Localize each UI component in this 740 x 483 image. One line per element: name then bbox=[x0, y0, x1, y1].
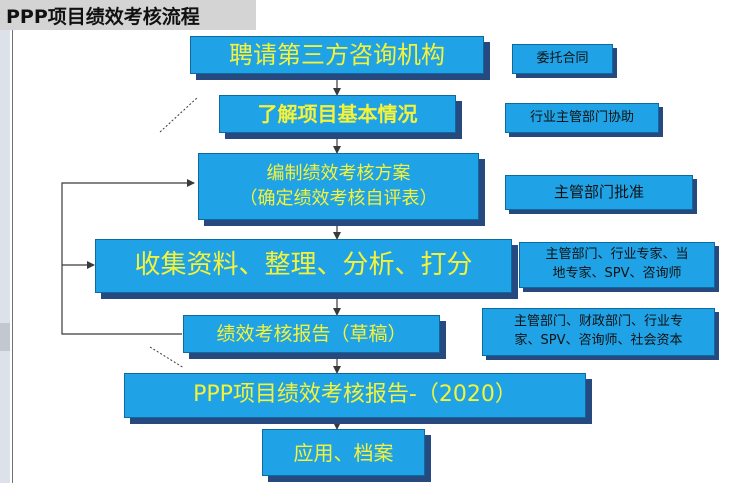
step-draft-report: 绩效考核报告（草稿） bbox=[183, 315, 440, 353]
left-stripe-mark bbox=[0, 323, 10, 351]
note-participants-2: 主管部门、财政部门、行业专 家、SPV、咨询师、社会资本 bbox=[482, 308, 715, 356]
note-entrust-contract: 委托合同 bbox=[512, 44, 613, 74]
step-collect-data: 收集资料、整理、分析、打分 bbox=[95, 239, 512, 293]
step-hire-consultant: 聘请第三方咨询机构 bbox=[190, 36, 484, 74]
note-industry-assist: 行业主管部门协助 bbox=[505, 103, 659, 133]
title-bar bbox=[0, 0, 256, 30]
frame-line bbox=[12, 30, 13, 483]
note-approval: 主管部门批准 bbox=[505, 175, 693, 210]
feedback-loop-line bbox=[61, 179, 195, 335]
dotted-pointer-2 bbox=[149, 346, 185, 369]
step-understand-project: 了解项目基本情况 bbox=[219, 95, 456, 133]
page-title: PPP项目绩效考核流程 bbox=[6, 6, 200, 28]
step-apply-archive: 应用、档案 bbox=[262, 429, 425, 476]
step-prepare-plan: 编制绩效考核方案 （确定绩效考核自评表） bbox=[198, 153, 479, 220]
note-participants-1: 主管部门、行业专家、当 地专家、SPV、咨询师 bbox=[519, 242, 715, 288]
left-stripe bbox=[0, 30, 10, 483]
dotted-pointer-1 bbox=[159, 96, 199, 133]
step-final-report: PPP项目绩效考核报告-（2020） bbox=[124, 373, 586, 418]
